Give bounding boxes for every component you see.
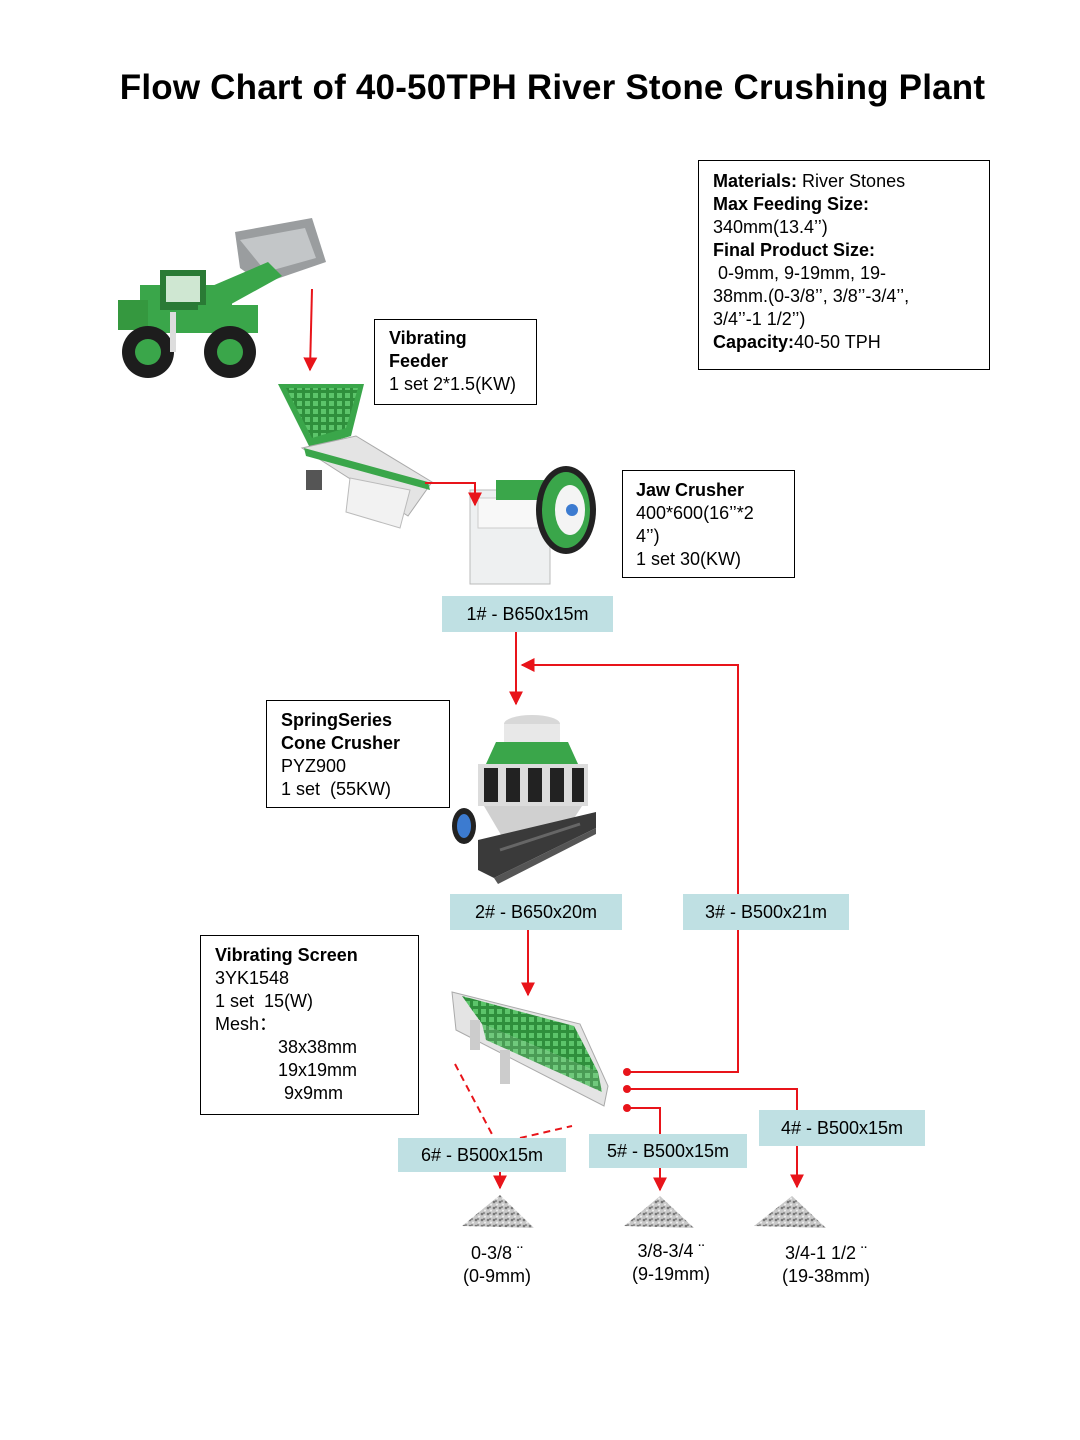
product-pile-1-image — [462, 1195, 534, 1228]
jaw-crusher-image — [469, 466, 596, 585]
product-2-size-mm: (9-19mm) — [631, 1264, 710, 1284]
feeder-spec: 1 set 2*1.5(KW) — [389, 374, 517, 394]
cone-crusher-box: SpringSeries Cone Crusher PYZ900 1 set (… — [266, 700, 450, 808]
belt-2-label: 2# - B650x20m — [450, 894, 622, 930]
vibrating-screen-image — [451, 991, 609, 1107]
arrow-belt4-to-pile — [627, 1088, 798, 1110]
product-3-size-inch: 3/4-1 1/2 ¨ — [784, 1243, 868, 1263]
vibrating-feeder-box: Vibrating Feeder 1 set 2*1.5(KW) — [374, 319, 537, 405]
materials-label: Materials: — [713, 171, 798, 191]
screen-spec: 1 set 15(W) — [215, 991, 314, 1011]
screen-mesh-2: 19x19mm — [278, 1060, 358, 1080]
product-3-size-mm: (19-38mm) — [781, 1266, 870, 1286]
max-feeding-label: Max Feeding Size: — [713, 194, 870, 214]
belt6-dashed-right — [519, 1125, 573, 1139]
materials-value: River Stones — [797, 171, 906, 191]
feeder-name-line1: Vibrating — [389, 328, 467, 348]
cone-crusher-name-line1: SpringSeries — [281, 710, 393, 730]
product-label-1: 0-3/8 ¨ (0-9mm) — [442, 1242, 552, 1288]
cone-crusher-spec: 1 set (55KW) — [281, 779, 392, 799]
screen-mesh-3: 9x9mm — [284, 1083, 344, 1103]
flow-arrows — [303, 288, 804, 1192]
belt6-dashed-left — [454, 1063, 495, 1139]
product-label-3: 3/4-1 1/2 ¨ (19-38mm) — [756, 1242, 896, 1288]
screen-mesh-1: 38x38mm — [278, 1037, 358, 1057]
belt-1-label: 1# - B650x15m — [442, 596, 613, 632]
final-product-line3: 3/4’’-1 1/2’’) — [713, 309, 806, 329]
page-title: Flow Chart of 40-50TPH River Stone Crush… — [119, 68, 986, 107]
cone-crusher-model: PYZ900 — [281, 756, 347, 776]
arrow-belt3-return — [520, 658, 739, 1073]
capacity-value: 40-50 TPH — [794, 332, 881, 352]
belt-3-label: 3# - B500x21m — [683, 894, 849, 930]
product-2-size-inch: 3/8-3/4 ¨ — [637, 1241, 705, 1261]
jaw-crusher-spec-line1: 400*600(16’’*2 — [636, 503, 754, 523]
final-product-label: Final Product Size: — [713, 240, 876, 260]
arrow-loader-to-feeder — [303, 288, 318, 372]
vibrating-feeder-image — [278, 384, 433, 529]
wheel-loader-image — [118, 218, 326, 378]
feeder-name-line2: Feeder — [389, 351, 449, 371]
arrow-feeder-to-jaw — [425, 482, 482, 507]
belt-5-label: 5# - B500x15m — [589, 1134, 747, 1168]
arrow-belt5-to-pile — [627, 1107, 661, 1134]
cone-crusher-image — [452, 715, 596, 884]
screen-model: 3YK1548 — [215, 968, 290, 988]
capacity-label: Capacity: — [713, 332, 795, 352]
materials-info-box: Materials: River Stones Max Feeding Size… — [698, 160, 990, 370]
cone-crusher-name-line2: Cone Crusher — [281, 733, 401, 753]
product-1-size-inch: 0-3/8 ¨ — [470, 1243, 524, 1263]
vibrating-screen-box: Vibrating Screen 3YK1548 1 set 15(W) Mes… — [200, 935, 419, 1115]
jaw-crusher-name: Jaw Crusher — [636, 480, 745, 500]
final-product-line1: 0-9mm, 9-19mm, 19- — [713, 263, 887, 283]
belt-6-label: 6# - B500x15m — [398, 1138, 566, 1172]
product-pile-3-image — [754, 1196, 826, 1228]
jaw-crusher-box: Jaw Crusher 400*600(16’’*2 4’’) 1 set 30… — [622, 470, 795, 578]
product-1-size-mm: (0-9mm) — [463, 1266, 531, 1286]
belt-4-label: 4# - B500x15m — [759, 1110, 925, 1146]
product-label-2: 3/8-3/4 ¨ (9-19mm) — [606, 1240, 736, 1286]
outlet-dots — [623, 1068, 631, 1112]
screen-mesh-label: Mesh： — [215, 1014, 278, 1034]
jaw-crusher-spec-line2: 4’’) — [636, 526, 660, 546]
jaw-crusher-spec-line3: 1 set 30(KW) — [636, 549, 742, 569]
max-feeding-value: 340mm(13.4’’) — [713, 217, 828, 237]
final-product-line2: 38mm.(0-3/8’’, 3/8’’-3/4’’, — [713, 286, 910, 306]
screen-name: Vibrating Screen — [215, 945, 358, 965]
product-pile-2-image — [624, 1196, 694, 1228]
